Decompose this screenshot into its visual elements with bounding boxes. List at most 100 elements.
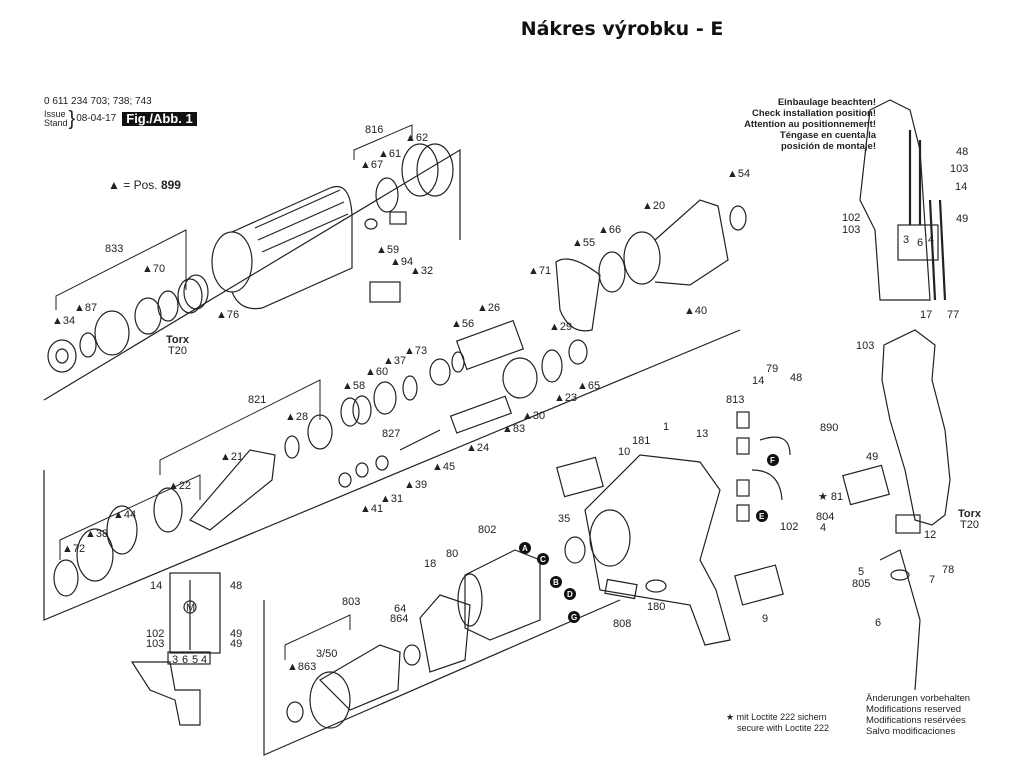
part-label: ▲65 bbox=[577, 380, 600, 392]
part-label: ▲20 bbox=[642, 200, 665, 212]
connector-marker bbox=[537, 553, 549, 565]
part-label: ▲60 bbox=[365, 366, 388, 378]
part-label: 7 bbox=[929, 574, 935, 586]
panel-outline bbox=[43, 148, 461, 401]
modifications-line: Modifications reserved bbox=[866, 704, 962, 715]
part-label: 805 bbox=[852, 578, 870, 590]
connector-marker-label: D bbox=[567, 590, 573, 599]
part-numbers: 0 611 234 703; 738; 743 bbox=[44, 96, 152, 107]
bracket-22-72 bbox=[59, 474, 201, 560]
wiring-schematic bbox=[130, 572, 221, 726]
part-label: ▲44 bbox=[113, 509, 136, 521]
part-label: 18 bbox=[424, 558, 436, 570]
modifications-line: Salvo modificaciones bbox=[866, 726, 956, 737]
part-label: ▲34 bbox=[52, 315, 75, 327]
part-label: ▲32 bbox=[410, 265, 433, 277]
warning-line: posición de montaje! bbox=[780, 141, 876, 152]
star-icon: ★ bbox=[726, 712, 735, 722]
warning-line: Téngase en cuenta la bbox=[779, 130, 876, 141]
part-label: ▲70 bbox=[142, 263, 165, 275]
brush-parts bbox=[736, 411, 791, 522]
part-label: ▲58 bbox=[342, 380, 365, 392]
stand-label: Stand bbox=[44, 118, 68, 128]
part-label: ▲54 bbox=[727, 168, 750, 180]
inset-terminal: 6 bbox=[917, 237, 923, 249]
torx-label: Torx bbox=[166, 334, 190, 346]
bearing-parts bbox=[364, 143, 454, 303]
bracket-821 bbox=[159, 379, 321, 475]
part-label: 890 bbox=[820, 422, 838, 434]
part-label: ▲37 bbox=[383, 355, 406, 367]
connector-marker bbox=[568, 611, 580, 623]
connector-marker bbox=[550, 576, 562, 588]
position-legend: ▲ = Pos. 899 bbox=[108, 178, 181, 192]
inset-label: 103 bbox=[842, 224, 860, 236]
installation-warning: Einbaulage beachten! Check installation … bbox=[744, 97, 876, 152]
wiring-label: 103 bbox=[146, 638, 164, 650]
part-label: ▲55 bbox=[572, 237, 595, 249]
part-label: 48 bbox=[790, 372, 802, 384]
part-label: ▲38 bbox=[85, 528, 108, 540]
part-label: ▲863 bbox=[287, 661, 316, 673]
inset-label: 48 bbox=[956, 146, 968, 158]
connector-marker bbox=[756, 510, 768, 522]
part-labels: 816 ▲62 ▲61 ▲67 ▲59 ▲94 ▲32 833 ▲70 ▲87 … bbox=[52, 124, 959, 673]
connector-marker-label: G bbox=[571, 613, 577, 622]
part-label: ▲59 bbox=[376, 244, 399, 256]
part-label: ▲73 bbox=[404, 345, 427, 357]
document-header: 0 611 234 703; 738; 743 Issue Stand } 08… bbox=[44, 96, 197, 129]
part-label: 833 bbox=[105, 243, 123, 255]
torx-label: Torx bbox=[958, 508, 982, 520]
inset-label: 14 bbox=[955, 181, 967, 193]
page-title: Nákres výrobku - E bbox=[520, 18, 724, 40]
position-legend-text: = Pos. bbox=[123, 178, 158, 192]
part-label: 103 bbox=[856, 340, 874, 352]
shaft-parts bbox=[53, 319, 588, 597]
part-label: 35 bbox=[558, 513, 570, 525]
inset-wiring-view bbox=[859, 99, 947, 301]
wiring-label: 14 bbox=[150, 580, 162, 592]
part-label: ▲67 bbox=[360, 159, 383, 171]
motor-parts bbox=[286, 536, 586, 729]
part-label: ▲29 bbox=[549, 321, 572, 333]
switch-parts bbox=[842, 464, 921, 691]
part-label: 813 bbox=[726, 394, 744, 406]
wiring-labels: 14 48 102 103 49 49 3 6 5 4 M bbox=[146, 580, 242, 666]
part-label: ▲41 bbox=[360, 503, 383, 515]
part-label: 64 bbox=[394, 603, 406, 615]
part-label: ★ 81 bbox=[818, 491, 843, 503]
part-label: 803 bbox=[342, 596, 360, 608]
modifications-line: Modifications resérvées bbox=[866, 715, 966, 726]
part-label: 816 bbox=[365, 124, 383, 136]
terminal-label: 3 bbox=[172, 654, 178, 666]
loctite-line: secure with Loctite 222 bbox=[737, 723, 830, 733]
torx-size: T20 bbox=[168, 345, 187, 357]
part-label: 9 bbox=[762, 613, 768, 625]
warning-line: Check installation position! bbox=[751, 108, 876, 119]
inset-label: 102 bbox=[842, 212, 860, 224]
connector-marker bbox=[564, 588, 576, 600]
connector-marker-label: B bbox=[553, 578, 559, 587]
torx-labels: Torx T20 Torx T20 bbox=[166, 334, 982, 531]
inset-label: 49 bbox=[956, 213, 968, 225]
bracket-816 bbox=[353, 124, 413, 160]
part-label: 14 bbox=[752, 375, 764, 387]
panel-outline bbox=[43, 329, 741, 621]
handle bbox=[881, 329, 951, 526]
part-label: ▲72 bbox=[62, 543, 85, 555]
part-label: 180 bbox=[647, 601, 665, 613]
part-label: 77 bbox=[947, 309, 959, 321]
torx-size: T20 bbox=[960, 519, 979, 531]
warning-line: Attention au positionnement! bbox=[744, 119, 876, 130]
part-label: ▲24 bbox=[466, 442, 489, 454]
panel-outline bbox=[263, 599, 621, 756]
wiring-label: 49 bbox=[230, 628, 242, 640]
loctite-note: ★ mit Loctite 222 sichern secure with Lo… bbox=[726, 712, 829, 734]
part-label: 49 bbox=[866, 451, 878, 463]
part-label: 79 bbox=[766, 363, 778, 375]
part-label: ▲66 bbox=[598, 224, 621, 236]
part-label: 864 bbox=[390, 613, 408, 625]
part-label: 10 bbox=[618, 446, 630, 458]
part-label: 821 bbox=[248, 394, 266, 406]
